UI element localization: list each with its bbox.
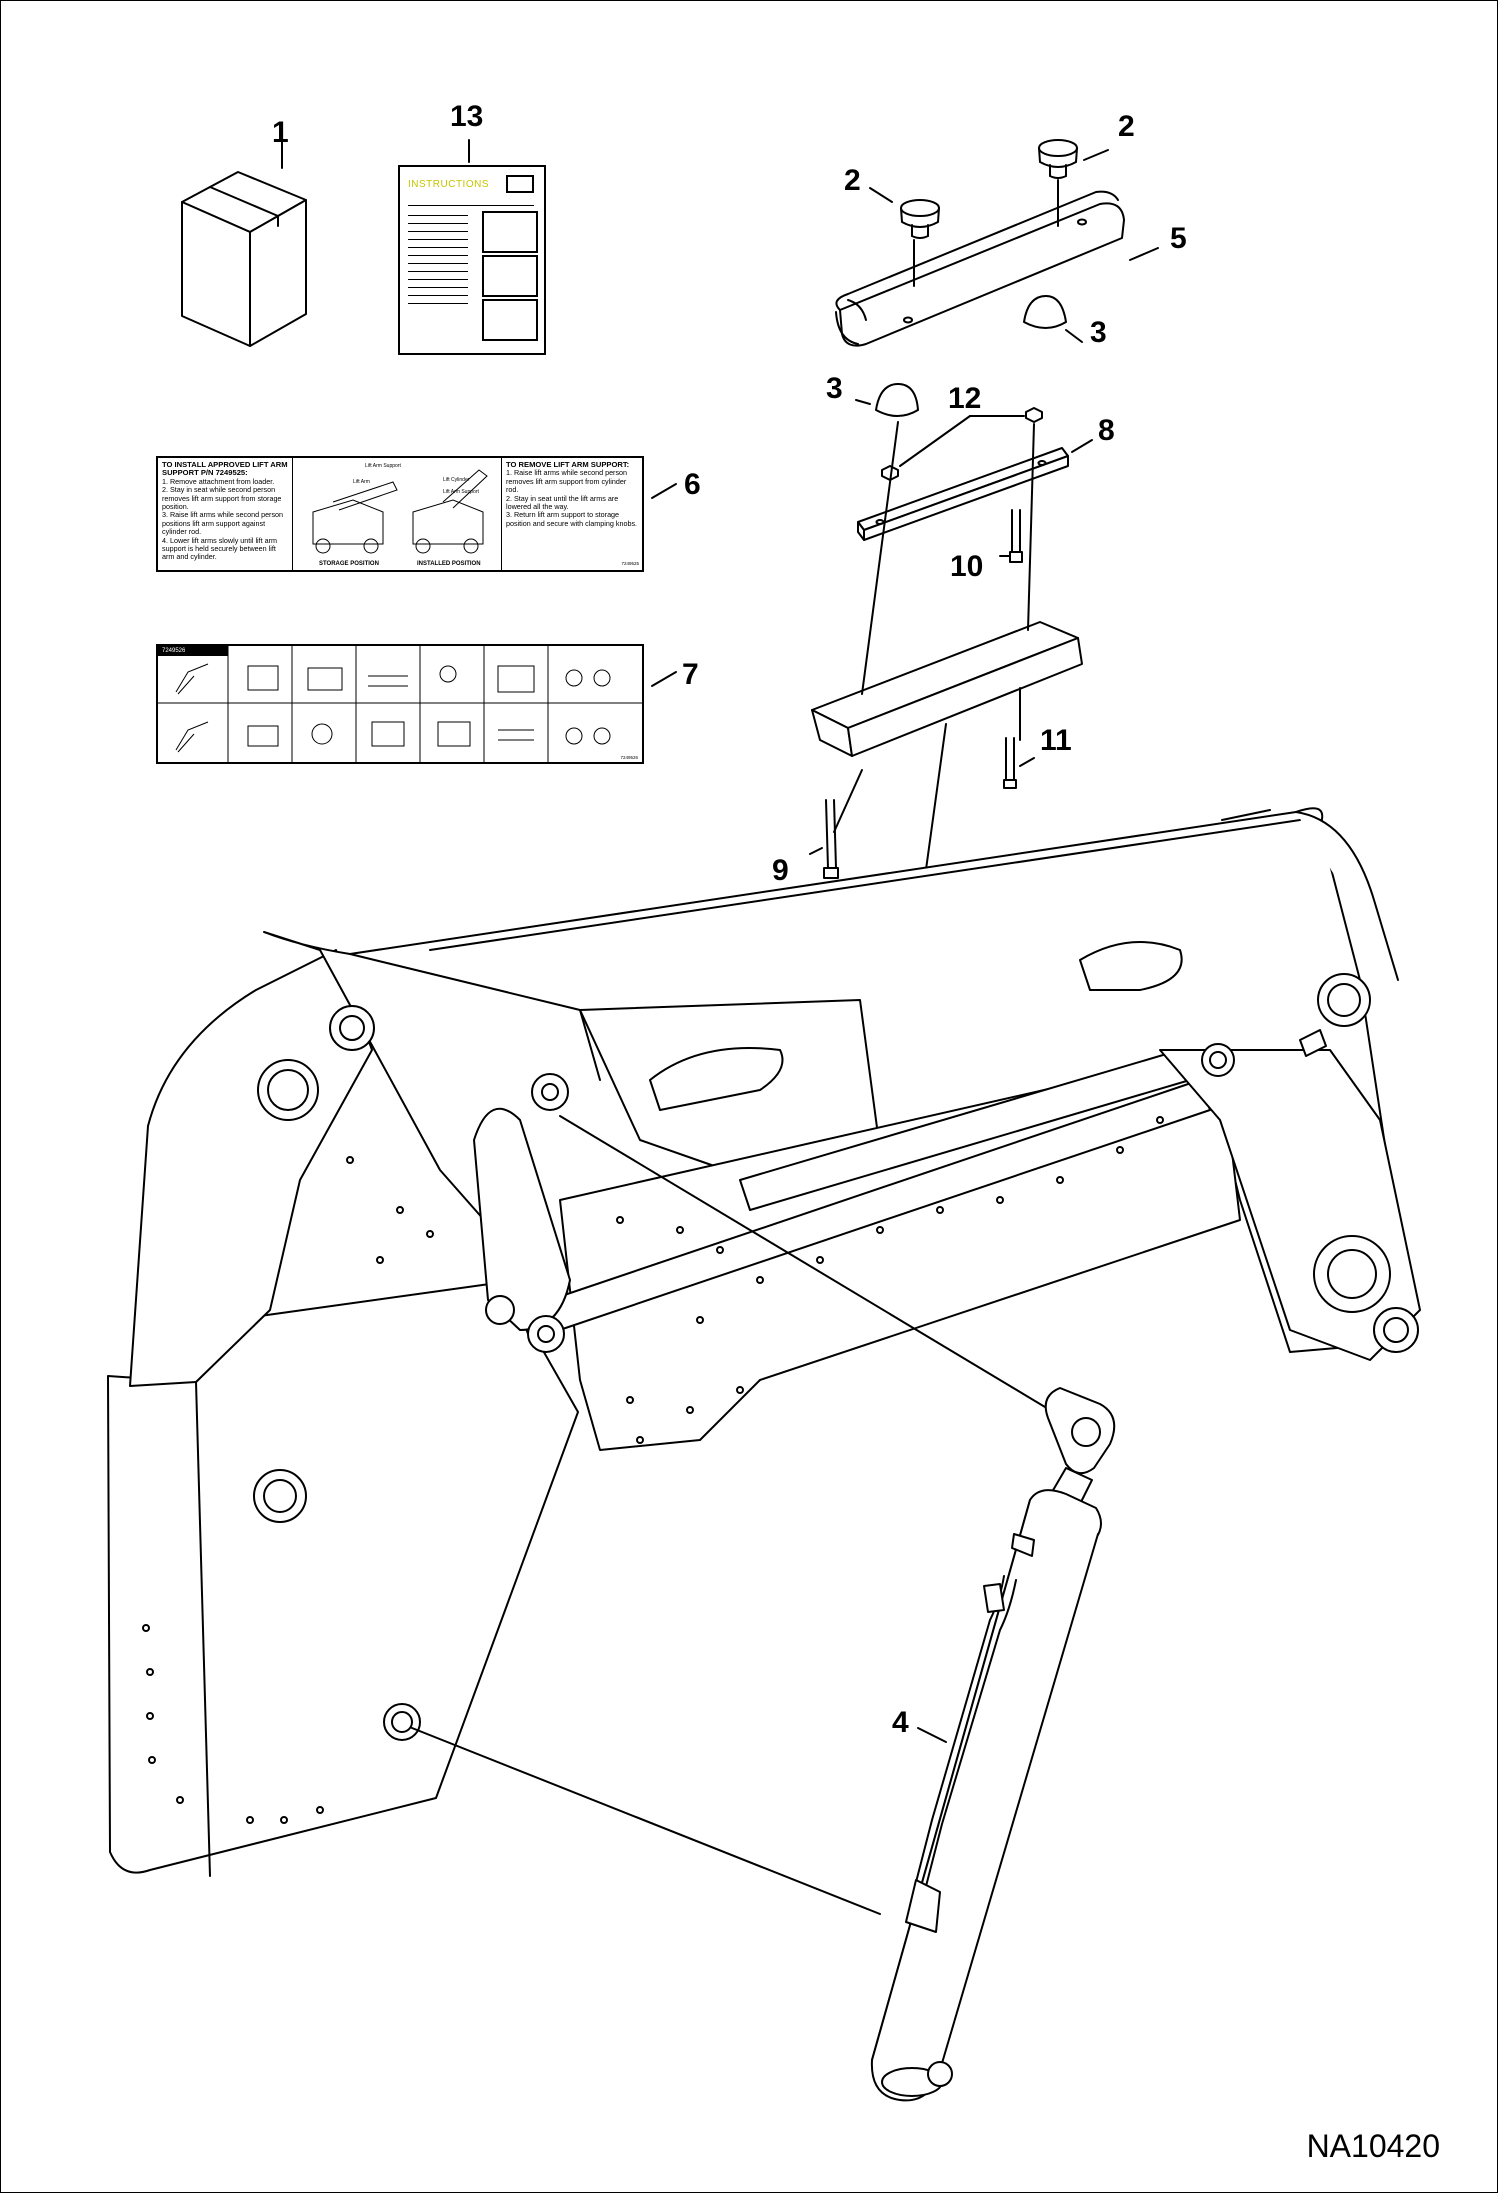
part-bolt-11: [1003, 737, 1017, 789]
callout-11: 11: [1040, 724, 1072, 757]
booklet-text-line: [408, 279, 468, 280]
part-box-1: [181, 171, 307, 347]
callout-13: 13: [450, 100, 484, 133]
decal-pictorial-header: 7249526: [158, 646, 228, 656]
callout-5: 5: [1170, 222, 1187, 255]
callout-8: 8: [1098, 414, 1115, 447]
decal-remove-step: 3. Return lift arm support to storage po…: [506, 510, 638, 528]
booklet-text-line: [408, 287, 468, 288]
decal-pictorial-steps: 7249526 7249526: [156, 644, 644, 764]
decal-install-step: 1. Remove attachment from loader.: [162, 476, 275, 486]
booklet-text-line: [408, 255, 468, 256]
booklet-text-line: [408, 239, 468, 240]
decal-remove-step: 1. Raise lift arms while second person r…: [506, 468, 628, 495]
decal-install-step: 4. Lower lift arms slowly until lift arm…: [162, 535, 278, 562]
decal-pictorial-grid: [158, 646, 642, 762]
decal-illustration-panel: Lift Arm Support Lift Cylinder Lift Arm …: [292, 458, 502, 570]
part-support-rail: [811, 621, 1083, 757]
booklet-panel: [482, 211, 538, 253]
booklet-text-line: [408, 215, 468, 216]
part-cylinder-4[interactable]: [870, 1387, 1116, 2102]
part-knob-2b: [1038, 139, 1078, 179]
booklet-panel: [482, 255, 538, 297]
booklet-text-line: [408, 271, 468, 272]
booklet-rule: [408, 205, 534, 206]
decal-install-step: 3. Raise lift arms while second person p…: [162, 510, 284, 537]
decal-label: Lift Arm Support: [443, 489, 479, 495]
callout-1: 1: [272, 116, 289, 149]
callout-2-right: 2: [1118, 110, 1135, 143]
caption-storage-position: STORAGE POSITION: [319, 560, 379, 567]
drawing-number: NA10420: [1306, 2128, 1440, 2164]
decal-install-heading: TO INSTALL APPROVED LIFT ARM SUPPORT P/N…: [162, 460, 288, 478]
decal-label: Lift Arm: [353, 479, 370, 485]
decal-part-number: 7249525: [621, 560, 639, 566]
booklet-text-line: [408, 247, 468, 248]
part-knob-2a: [900, 199, 940, 239]
booklet-title: INSTRUCTIONS: [408, 179, 489, 190]
part-bar-8: [857, 447, 1069, 541]
part-channel-5: [835, 190, 1125, 347]
decal-remove-heading: TO REMOVE LIFT ARM SUPPORT:: [506, 460, 630, 469]
decal-label: Lift Cylinder: [443, 477, 470, 483]
callout-12: 12: [948, 382, 982, 415]
booklet-panel: [482, 299, 538, 341]
callout-3-left: 3: [826, 372, 843, 405]
decal-label: Lift Arm Support: [365, 463, 401, 469]
part-bumper-3a: [875, 383, 919, 417]
caption-installed-position: INSTALLED POSITION: [417, 560, 481, 567]
callout-3-right: 3: [1090, 316, 1107, 349]
instructions-booklet: INSTRUCTIONS: [398, 165, 546, 355]
booklet-text-line: [408, 223, 468, 224]
booklet-text-line: [408, 263, 468, 264]
booklet-text-line: [408, 295, 468, 296]
booklet-text-line: [408, 231, 468, 232]
callout-10: 10: [950, 550, 984, 583]
loader-frame-assembly: [107, 807, 1421, 1877]
frame-holes: [142, 1116, 1164, 1824]
callout-7: 7: [682, 658, 699, 691]
callout-4: 4: [892, 1706, 909, 1739]
decal-pictorial-part-number: 7249526: [620, 755, 638, 760]
decal-install-step: 2. Stay in seat while second person remo…: [162, 485, 282, 512]
callout-6: 6: [684, 468, 701, 501]
booklet-text-line: [408, 303, 468, 304]
decal-remove-step: 2. Stay in seat until the lift arms are …: [506, 493, 619, 512]
part-bolt-9: [823, 799, 839, 879]
part-bumper-3b: [1023, 295, 1067, 329]
callout-9: 9: [772, 854, 789, 887]
decal-lift-arm-support: TO INSTALL APPROVED LIFT ARM SUPPORT P/N…: [156, 456, 644, 572]
decal-loader-illustration: [312, 469, 488, 554]
booklet-corner-box: [506, 175, 534, 193]
callout-2-left: 2: [844, 164, 861, 197]
part-bolt-10: [1009, 509, 1023, 563]
